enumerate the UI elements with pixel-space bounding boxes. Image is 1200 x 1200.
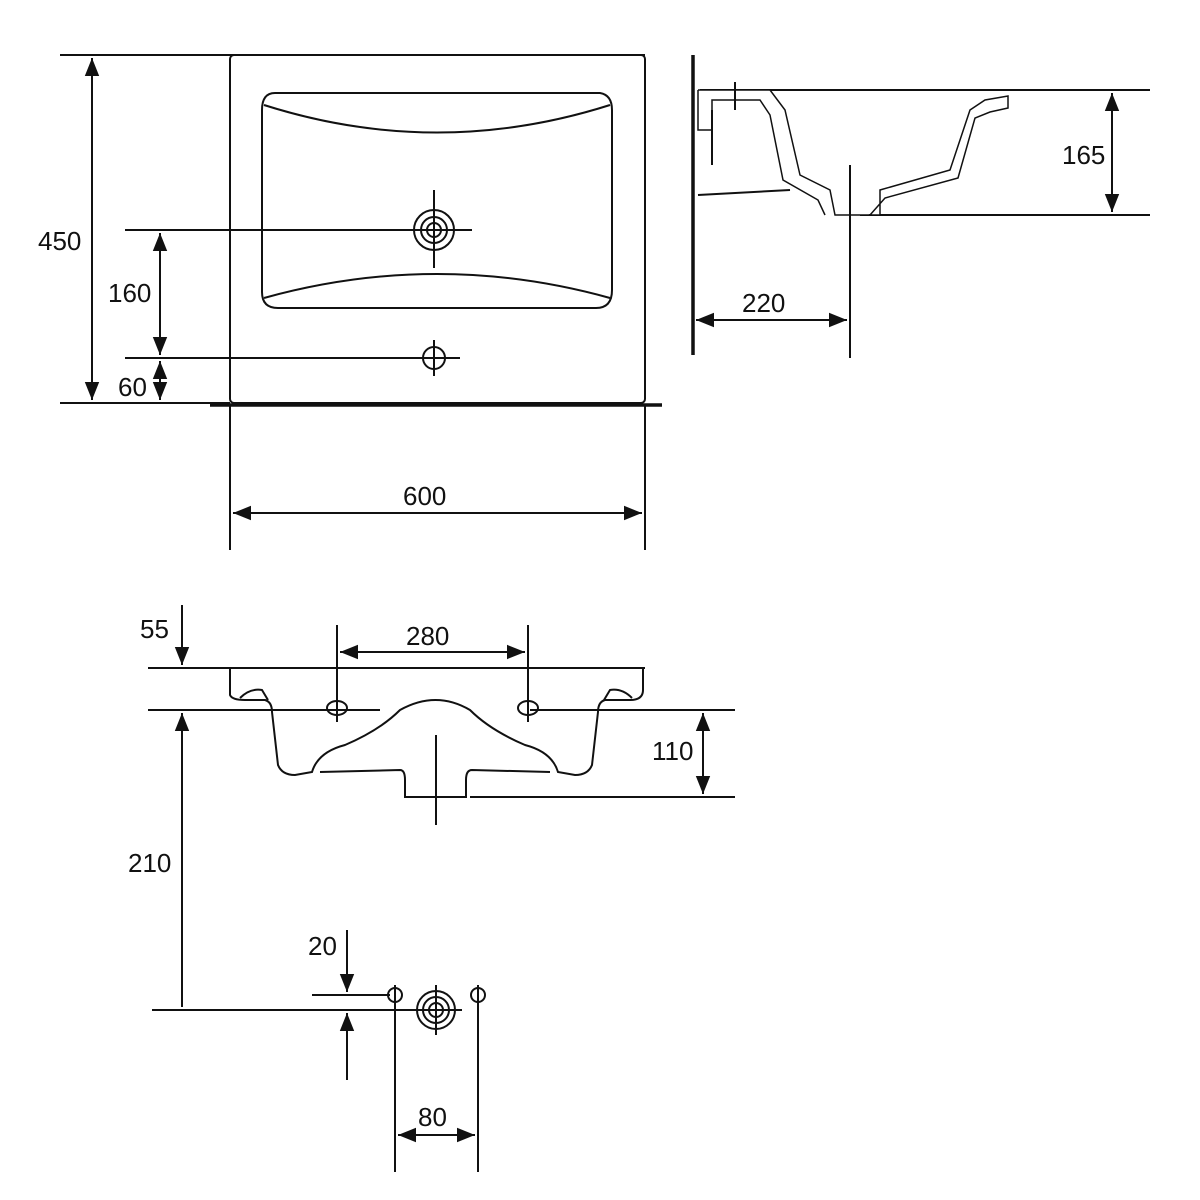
dim-220: 220 [742, 288, 785, 318]
dim-20: 20 [308, 931, 337, 961]
dim-165: 165 [1062, 140, 1105, 170]
hole-detail: 20 80 [152, 930, 486, 1172]
dim-450: 450 [38, 226, 81, 256]
dim-80: 80 [418, 1102, 447, 1132]
dim-160: 160 [108, 278, 151, 308]
dim-110: 110 [652, 736, 693, 766]
dim-55: 55 [140, 614, 169, 644]
front-view: 55 280 110 210 [128, 605, 735, 1007]
dim-60: 60 [118, 372, 147, 402]
bowl-outline [261, 92, 613, 309]
dim-210: 210 [128, 848, 171, 878]
top-view: 450 160 60 600 [38, 54, 662, 550]
dim-600: 600 [403, 481, 446, 511]
side-section: 165 220 [691, 55, 1150, 358]
dim-280: 280 [406, 621, 449, 651]
